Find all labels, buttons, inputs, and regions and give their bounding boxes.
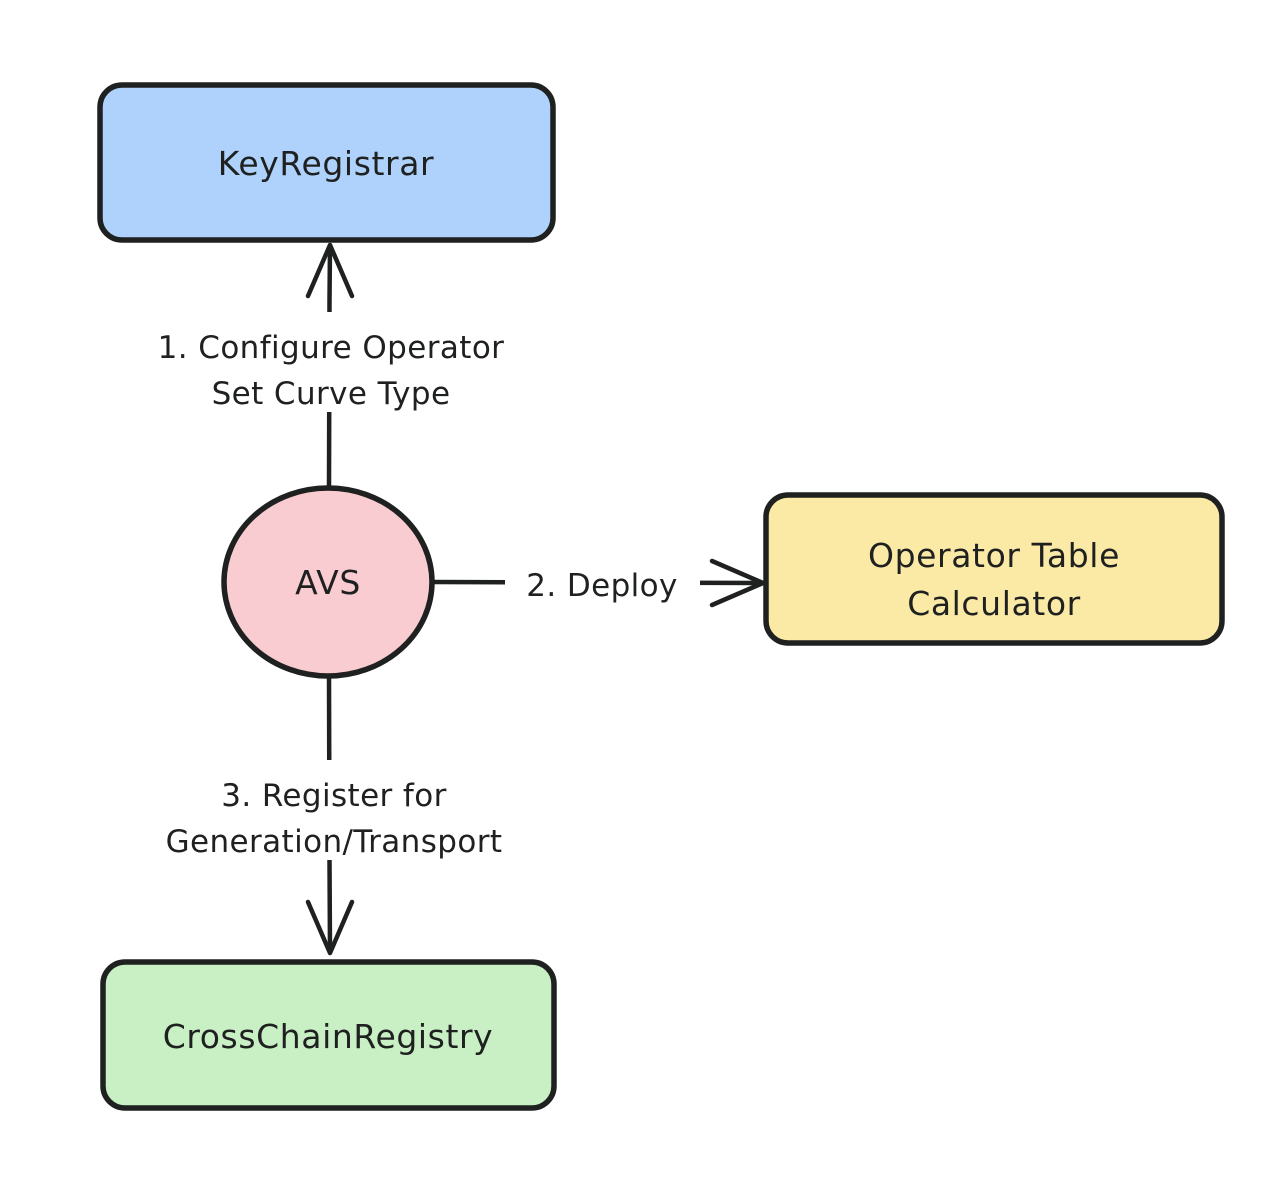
edge-3-label: 3. Register for Generation/Transport bbox=[116, 760, 556, 860]
edge-3-label-line2: Generation/Transport bbox=[166, 824, 503, 860]
operator-table-calculator-box[interactable] bbox=[763, 492, 1225, 646]
operator-table-calculator-label-line1: Operator Table bbox=[868, 536, 1120, 575]
edge-2-arrowhead-icon bbox=[709, 558, 766, 608]
node-operator-table-calculator[interactable]: Operator Table Calculator bbox=[763, 492, 1225, 646]
edge-1-label-line2: Set Curve Type bbox=[212, 376, 451, 412]
edge-1-label-line1: 1. Configure Operator bbox=[158, 330, 505, 366]
edge-3-arrowhead-icon bbox=[305, 899, 355, 956]
edge-3-label-bg bbox=[116, 760, 556, 860]
edge-1-line bbox=[326, 243, 333, 491]
keyregistrar-label: KeyRegistrar bbox=[218, 144, 434, 183]
node-crosschainregistry[interactable]: CrossChainRegistry bbox=[100, 959, 557, 1111]
crosschainregistry-box[interactable] bbox=[100, 959, 557, 1111]
edge-1-arrowhead-icon bbox=[305, 242, 355, 299]
avs-label: AVS bbox=[295, 563, 361, 602]
edge-2-label: 2. Deploy bbox=[505, 556, 700, 612]
edge-1-label-bg bbox=[116, 312, 546, 412]
edge-2-label-line1: 2. Deploy bbox=[526, 568, 678, 604]
edge-2-label-bg bbox=[505, 556, 700, 612]
operator-table-calculator-label-line2: Calculator bbox=[907, 584, 1081, 623]
avs-circle[interactable] bbox=[221, 485, 435, 679]
keyregistrar-box[interactable] bbox=[97, 82, 556, 243]
edge-avs-to-keyregistrar bbox=[305, 242, 355, 491]
node-keyregistrar[interactable]: KeyRegistrar bbox=[97, 82, 556, 243]
edge-3-label-line1: 3. Register for bbox=[221, 778, 447, 814]
node-avs[interactable]: AVS bbox=[221, 485, 435, 679]
edge-1-label: 1. Configure Operator Set Curve Type bbox=[116, 312, 546, 412]
crosschainregistry-label: CrossChainRegistry bbox=[163, 1017, 494, 1056]
